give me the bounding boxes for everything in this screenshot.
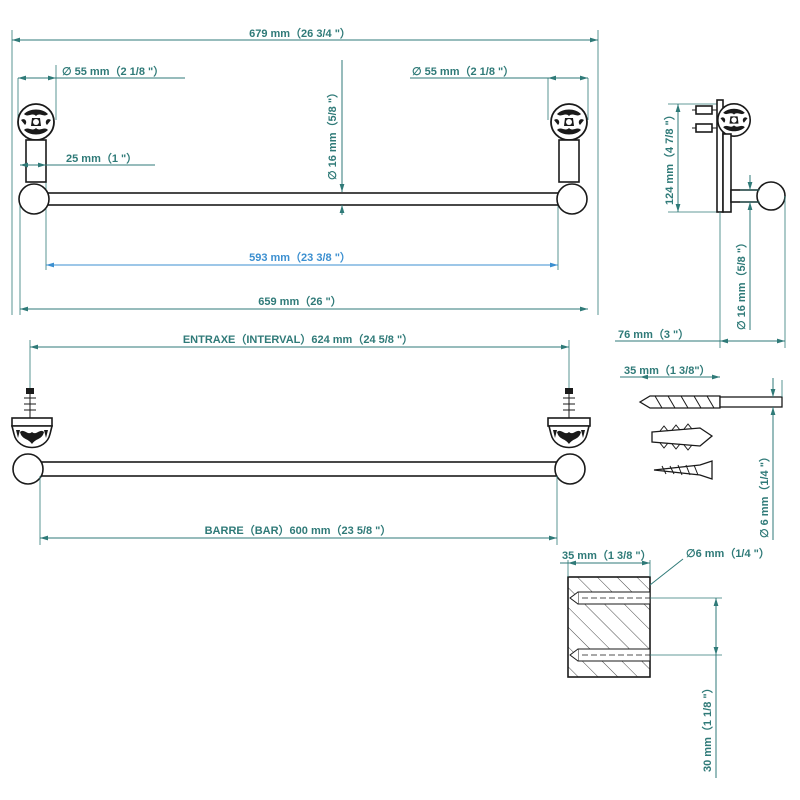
diameter-right-label: ∅ 55 mm（2 1/8 "） (412, 65, 514, 78)
right-ball (556, 183, 588, 215)
hole-depth-label: 35 mm（1 3/8 "） (562, 549, 652, 562)
outer-length-label: 659 mm（26 "） (258, 295, 341, 308)
total-length-label: 679 mm（26 3/4 "） (249, 27, 351, 40)
drill-diameter-label: ∅ 6 mm（1/4 "） (758, 451, 771, 538)
side-ball (756, 181, 786, 211)
left-bracket (11, 425, 53, 449)
right-rosette (550, 103, 588, 141)
barre-label: BARRE（BAR）600 mm（23 5/8 "） (205, 524, 392, 537)
right-bracket-cap (547, 417, 591, 427)
right-screw (563, 388, 575, 418)
hole-diameter-label: ∅6 mm（1/4 "） (686, 547, 770, 560)
side-arm (722, 133, 732, 213)
bottom-rod (39, 461, 561, 477)
top-view: 679 mm（26 3/4 "） ∅ 55 mm（2 1/8 "） ∅ 55 m… (11, 27, 599, 315)
bottom-view: ENTRAXE（INTERVAL）624 mm（24 5/8 "） BARRE（… (11, 333, 591, 545)
left-arm (25, 139, 47, 183)
inner-length-label: 593 mm（23 3/8 "） (249, 251, 351, 264)
wall-plug (651, 423, 714, 451)
diameter-left-label: ∅ 55 mm（2 1/8 "） (62, 65, 164, 78)
left-ball (18, 183, 50, 215)
bottom-left-ball (12, 453, 44, 485)
right-bracket (548, 425, 590, 449)
side-rod-diameter-label: ∅ 16 mm（5/8 "） (735, 237, 748, 330)
side-view: 124 mm（4 7/8 "） ∅ 16 mm（5/8 "） 76 mm（3 "… (615, 99, 786, 348)
left-bracket-cap (11, 417, 53, 427)
wall-thickness-label: 30 mm（1 1/8 "） (701, 682, 714, 772)
side-height-label: 124 mm（4 7/8 "） (663, 109, 676, 205)
top-rod (35, 192, 569, 206)
right-arm (558, 139, 580, 183)
ball-length-label: 25 mm（1 "） (66, 152, 137, 165)
wall-section: 35 mm（1 3/8 "） ∅6 mm（1/4 "） 30 mm（1 1/8 … (560, 547, 770, 778)
bottom-right-ball (554, 453, 586, 485)
wood-screw (653, 460, 713, 480)
drill-depth-label: 35 mm（1 3/8"） (624, 364, 711, 377)
hardware: 35 mm（1 3/8"） ∅ 6 mm（1/4 "） (620, 364, 783, 540)
entraxe-label: ENTRAXE（INTERVAL）624 mm（24 5/8 "） (183, 333, 413, 346)
rod-diameter-label: ∅ 16 mm（5/8 "） (326, 87, 339, 180)
side-projection-label: 76 mm（3 "） (618, 328, 689, 341)
left-screw (24, 388, 36, 418)
drill-bit (638, 395, 783, 409)
left-rosette (17, 103, 55, 141)
